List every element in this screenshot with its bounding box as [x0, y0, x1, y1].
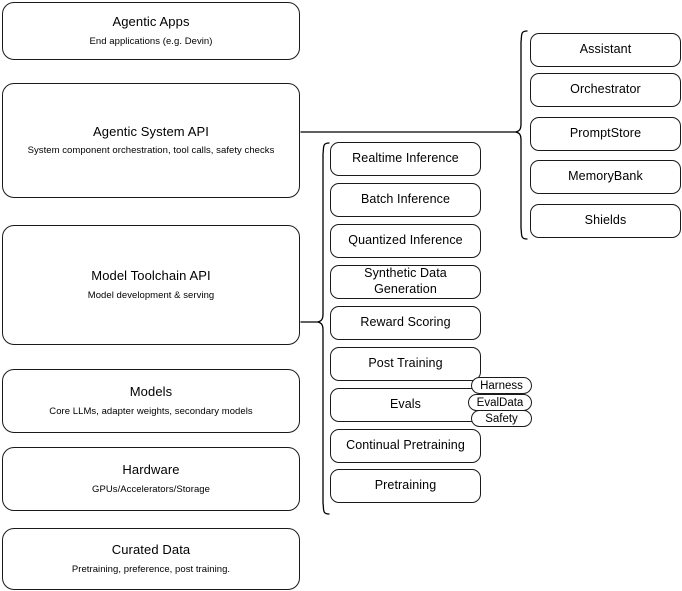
capability-synthetic-data-generation[interactable]: Synthetic Data Generation	[330, 265, 481, 299]
capability-post-training[interactable]: Post Training	[330, 347, 481, 381]
component-label: PromptStore	[569, 126, 642, 141]
layer-title: Agentic System API	[93, 123, 209, 139]
evals-subcomponent-harness[interactable]: Harness	[471, 377, 532, 394]
layer-subtitle: End applications (e.g. Devin)	[89, 35, 213, 47]
evals-subcomponent-evaldata[interactable]: EvalData	[468, 394, 532, 411]
layer-subtitle: GPUs/Accelerators/Storage	[92, 483, 210, 495]
layer-title: Models	[129, 384, 173, 400]
capability-quantized-inference[interactable]: Quantized Inference	[330, 224, 481, 258]
capability-label: Quantized Inference	[348, 233, 463, 248]
system-component-assistant[interactable]: Assistant	[530, 33, 681, 67]
bracket-toolchain-capabilities	[317, 142, 330, 515]
capability-label: Synthetic Data Generation	[364, 266, 447, 296]
pill-label: Harness	[480, 379, 523, 392]
component-label: Orchestrator	[570, 82, 641, 97]
bracket-system-components	[515, 30, 528, 240]
capability-label: Evals	[389, 397, 422, 412]
component-label: MemoryBank	[568, 169, 643, 184]
capability-label: Post Training	[368, 356, 443, 371]
capability-realtime-inference[interactable]: Realtime Inference	[330, 142, 481, 176]
capability-batch-inference[interactable]: Batch Inference	[330, 183, 481, 217]
layer-subtitle: System component orchestration, tool cal…	[27, 145, 275, 157]
layer-models[interactable]: Models Core LLMs, adapter weights, secon…	[2, 369, 300, 433]
layer-agentic-apps[interactable]: Agentic Apps End applications (e.g. Devi…	[2, 2, 300, 60]
layer-title: Curated Data	[111, 542, 191, 558]
layer-subtitle: Core LLMs, adapter weights, secondary mo…	[49, 405, 253, 417]
capability-evals[interactable]: Evals	[330, 388, 481, 422]
layer-title: Agentic Apps	[112, 14, 190, 30]
capability-label: Pretraining	[374, 478, 437, 493]
system-component-promptstore[interactable]: PromptStore	[530, 117, 681, 151]
capability-pretraining[interactable]: Pretraining	[330, 469, 481, 503]
layer-hardware[interactable]: Hardware GPUs/Accelerators/Storage	[2, 447, 300, 511]
evals-subcomponent-safety[interactable]: Safety	[471, 410, 532, 427]
component-label: Assistant	[579, 42, 632, 57]
layer-title: Hardware	[122, 462, 180, 478]
layer-model-toolchain-api[interactable]: Model Toolchain API Model development & …	[2, 225, 300, 345]
layer-curated-data[interactable]: Curated Data Pretraining, preference, po…	[2, 528, 300, 590]
layer-title: Model Toolchain API	[91, 268, 211, 284]
layer-agentic-system-api[interactable]: Agentic System API System component orch…	[2, 83, 300, 198]
system-component-memorybank[interactable]: MemoryBank	[530, 160, 681, 194]
layer-subtitle: Model development & serving	[87, 289, 215, 301]
capability-label: Realtime Inference	[352, 151, 459, 166]
capability-label: Batch Inference	[360, 192, 451, 207]
capability-continual-pretraining[interactable]: Continual Pretraining	[330, 429, 481, 463]
component-label: Shields	[584, 213, 627, 228]
capability-label: Reward Scoring	[360, 315, 451, 330]
capability-label: Continual Pretraining	[346, 438, 465, 453]
capability-reward-scoring[interactable]: Reward Scoring	[330, 306, 481, 340]
system-component-shields[interactable]: Shields	[530, 204, 681, 238]
system-component-orchestrator[interactable]: Orchestrator	[530, 73, 681, 107]
pill-label: Safety	[485, 412, 518, 425]
layer-subtitle: Pretraining, preference, post training.	[71, 563, 231, 575]
pill-label: EvalData	[476, 396, 524, 409]
